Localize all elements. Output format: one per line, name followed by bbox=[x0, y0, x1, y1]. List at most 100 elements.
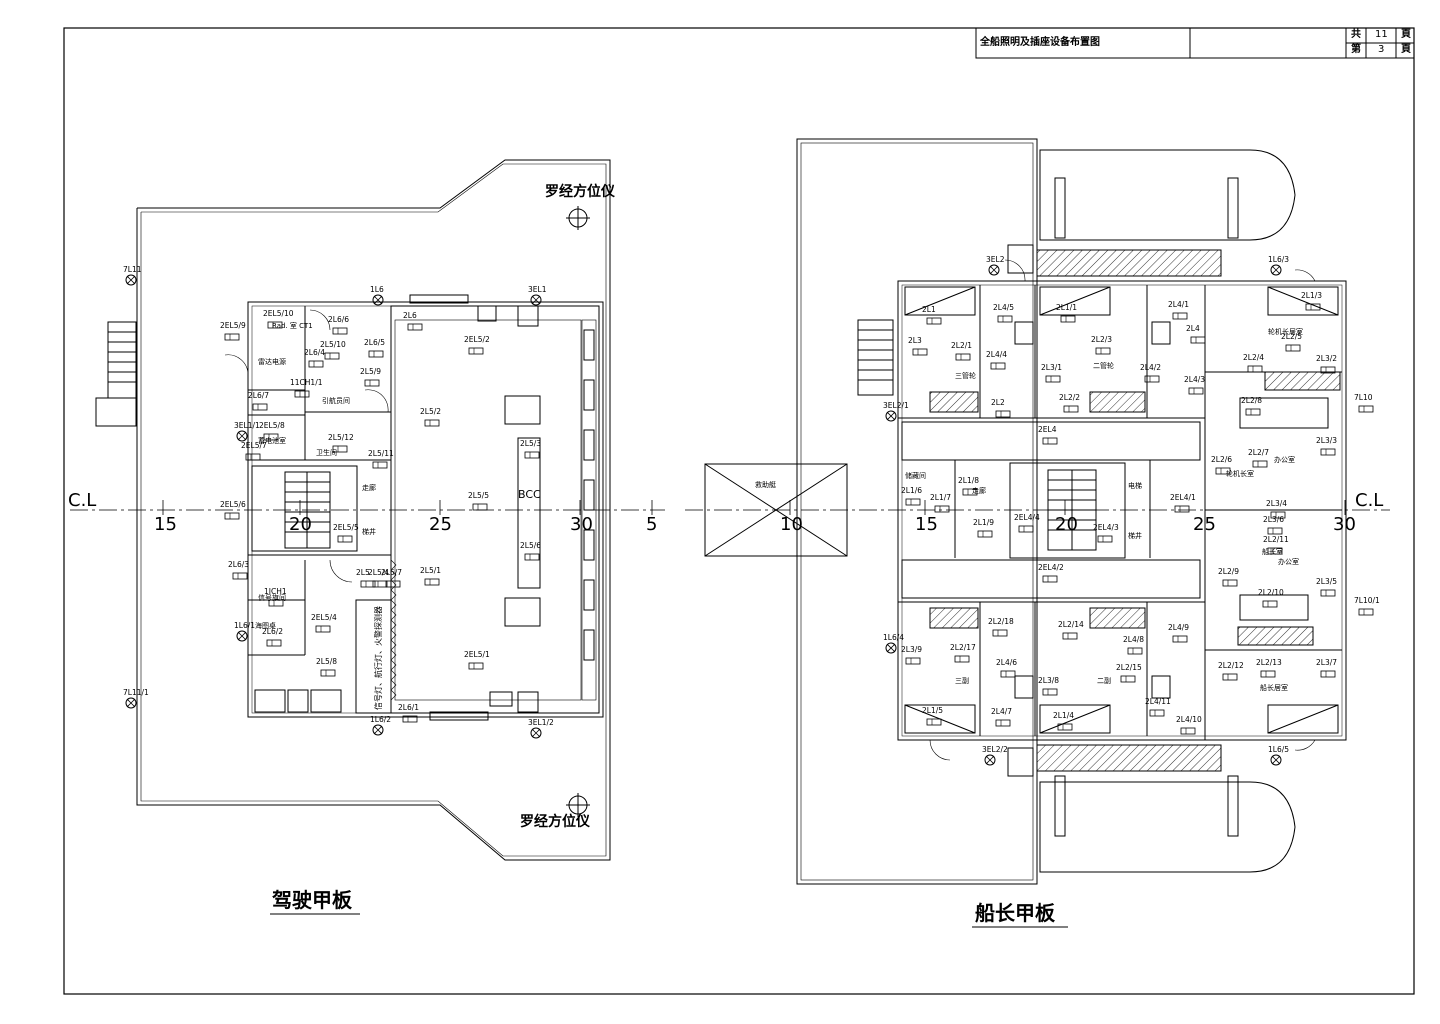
captain-fixture-2l2-6: 2L2/6 bbox=[1211, 455, 1232, 475]
fixture-label: 7L10/1 bbox=[1354, 596, 1380, 605]
bridge-fixture-2el5-5: 2EL5/5 bbox=[333, 523, 359, 543]
fixture-label: 2L6/6 bbox=[328, 315, 349, 324]
captain-fixture-2l3: 2L3 bbox=[908, 336, 928, 356]
bridge-fixture-2el5-8: 2EL5/8 bbox=[259, 421, 285, 441]
fixture-label: 2L4/6 bbox=[996, 658, 1017, 667]
captain-fixture-2l3-7: 2L3/7 bbox=[1316, 658, 1337, 678]
fixture-label: 2EL4/2 bbox=[1038, 563, 1064, 572]
captain-fixture-2el4-1: 2EL4/1 bbox=[1170, 493, 1196, 513]
captain-fixture-2l3-9: 2L3/9 bbox=[901, 645, 922, 665]
captain-room-label-r9: 三副 bbox=[955, 676, 969, 685]
fixture-label: 2L2/12 bbox=[1218, 661, 1244, 670]
lamp-fixture-icon bbox=[1260, 670, 1276, 678]
lamp-fixture-icon bbox=[263, 433, 279, 441]
fixture-label: 2L2/9 bbox=[1218, 567, 1239, 576]
bridge-room-label-pilot: 引航员间 bbox=[322, 396, 350, 405]
right-frame-25: 25 bbox=[1193, 514, 1216, 535]
captain-fixture-2l4-10: 2L4/10 bbox=[1176, 715, 1202, 735]
fixture-label: 2L4/2 bbox=[1140, 363, 1161, 372]
fixture-label: 2L3/6 bbox=[1263, 515, 1284, 524]
captain-fixture-1l6-5: 1L6/5 bbox=[1268, 745, 1289, 766]
fixture-label: 2EL5/1 bbox=[464, 650, 490, 659]
fixture-label: 2L5/7 bbox=[381, 568, 402, 577]
bridge-fixture-2l5-2: 2L5/2 bbox=[420, 407, 441, 427]
fixture-label: 2L1/8 bbox=[958, 476, 979, 485]
captain-fixture-2l4-11: 2L4/11 bbox=[1145, 697, 1171, 717]
lamp-fixture-icon bbox=[926, 317, 942, 325]
bridge-fixture-2l5-12: 2L5/12 bbox=[328, 433, 354, 453]
captain-room-label-r2: 二管轮 bbox=[1093, 361, 1114, 370]
fixture-label: 1L6 bbox=[370, 285, 384, 294]
lamp-fixture-icon bbox=[1000, 670, 1016, 678]
lamp-fixture-icon bbox=[955, 353, 971, 361]
bridge-fixture-1l6: 1L6 bbox=[370, 285, 384, 306]
lamp-fixture-icon bbox=[1190, 336, 1206, 344]
captain-room-label-r7: 办公室 bbox=[1278, 557, 1299, 566]
lamp-fixture-icon bbox=[1057, 723, 1073, 731]
lamp-fixture-icon bbox=[1320, 589, 1336, 597]
captain-fixture-2l4-4: 2L4/4 bbox=[986, 350, 1007, 370]
fixture-label: 2L3/9 bbox=[901, 645, 922, 654]
captain-fixture-2l1: 2L1 bbox=[922, 305, 942, 325]
fixture-label: 2L3/7 bbox=[1316, 658, 1337, 667]
captain-deck-plan bbox=[704, 138, 1347, 885]
lamp-fixture-icon bbox=[1252, 460, 1268, 468]
fixture-label: 2L5/3 bbox=[520, 439, 541, 448]
fixture-label: 2L4/7 bbox=[991, 707, 1012, 716]
fixture-label: 2EL4/3 bbox=[1093, 523, 1119, 532]
captain-fixture-2l4-1: 2L4/1 bbox=[1168, 300, 1189, 320]
fixture-label: 7L10 bbox=[1354, 393, 1373, 402]
bridge-fixture-2l6-4: 2L6/4 bbox=[304, 348, 325, 368]
signal-lights-note: 信号灯、航行灯、火警探测器 bbox=[373, 606, 383, 710]
fixture-label: 2L3/5 bbox=[1316, 577, 1337, 586]
current-page-label: 第 bbox=[1351, 44, 1361, 55]
fixture-label: 2L2/18 bbox=[988, 617, 1014, 626]
fixture-label: 2L5/6 bbox=[520, 541, 541, 550]
light-fixture-icon bbox=[530, 294, 542, 306]
fixture-label: 2EL4/4 bbox=[1014, 513, 1040, 522]
bridge-deck-title: 驾驶甲板 bbox=[272, 888, 353, 912]
fixture-label: 7L11/1 bbox=[123, 688, 149, 697]
lamp-fixture-icon bbox=[990, 362, 1006, 370]
captain-fixture-2l4-5: 2L4/5 bbox=[993, 303, 1014, 323]
captain-fixture-2l4-3: 2L4/3 bbox=[1184, 375, 1205, 395]
bcc-label: BCC bbox=[518, 488, 541, 501]
right-frame-10: 10 bbox=[780, 514, 803, 535]
bridge-fixture-2l5-8: 2L5/8 bbox=[316, 657, 337, 677]
fixture-label: 2EL5/10 bbox=[263, 309, 294, 318]
fixture-label: 2EL5/7 bbox=[241, 441, 267, 450]
captain-fixture-2l4-9: 2L4/9 bbox=[1168, 623, 1189, 643]
left-frame-20: 20 bbox=[289, 514, 312, 535]
lamp-fixture-icon bbox=[1305, 303, 1321, 311]
light-fixture-icon bbox=[236, 630, 248, 642]
right-frame-15: 15 bbox=[915, 514, 938, 535]
captain-fixture-7l10: 7L10 bbox=[1354, 393, 1374, 413]
fixture-label: 2L1/4 bbox=[1053, 711, 1074, 720]
fixture-label: 2L5/8 bbox=[316, 657, 337, 666]
lamp-fixture-icon bbox=[368, 350, 384, 358]
left-frame-30: 30 bbox=[570, 514, 593, 535]
captain-fixture-2l2: 2L2 bbox=[991, 398, 1011, 418]
lamp-fixture-icon bbox=[1222, 673, 1238, 681]
bridge-room-label-stair_up: 走廊 bbox=[362, 483, 376, 492]
captain-fixture-2l1-5: 2L1/5 bbox=[922, 706, 943, 726]
captain-room-label-r5: 轮机长室 bbox=[1226, 469, 1254, 478]
bridge-room-label-stair_down: 梯井 bbox=[362, 527, 376, 536]
right-frame-20: 20 bbox=[1055, 514, 1078, 535]
bridge-fixture-3el1-2: 3EL1/2 bbox=[528, 718, 554, 739]
lamp-fixture-icon bbox=[324, 352, 340, 360]
captain-room-label-r14: 梯井 bbox=[1128, 531, 1142, 540]
fixture-label: 1L6/4 bbox=[883, 633, 904, 642]
lamp-fixture-icon bbox=[1285, 344, 1301, 352]
lifeboat-top bbox=[1039, 149, 1296, 241]
lamp-fixture-icon bbox=[1144, 375, 1160, 383]
fixture-label: 2L5/10 bbox=[320, 340, 346, 349]
fixture-label: 2L4/9 bbox=[1168, 623, 1189, 632]
lamp-fixture-icon bbox=[1045, 375, 1061, 383]
captain-fixture-2l4-6: 2L4/6 bbox=[996, 658, 1017, 678]
light-fixture-icon bbox=[530, 727, 542, 739]
captain-fixture-2l3-5: 2L3/5 bbox=[1316, 577, 1337, 597]
fixture-label: 2L3/4 bbox=[1266, 499, 1287, 508]
